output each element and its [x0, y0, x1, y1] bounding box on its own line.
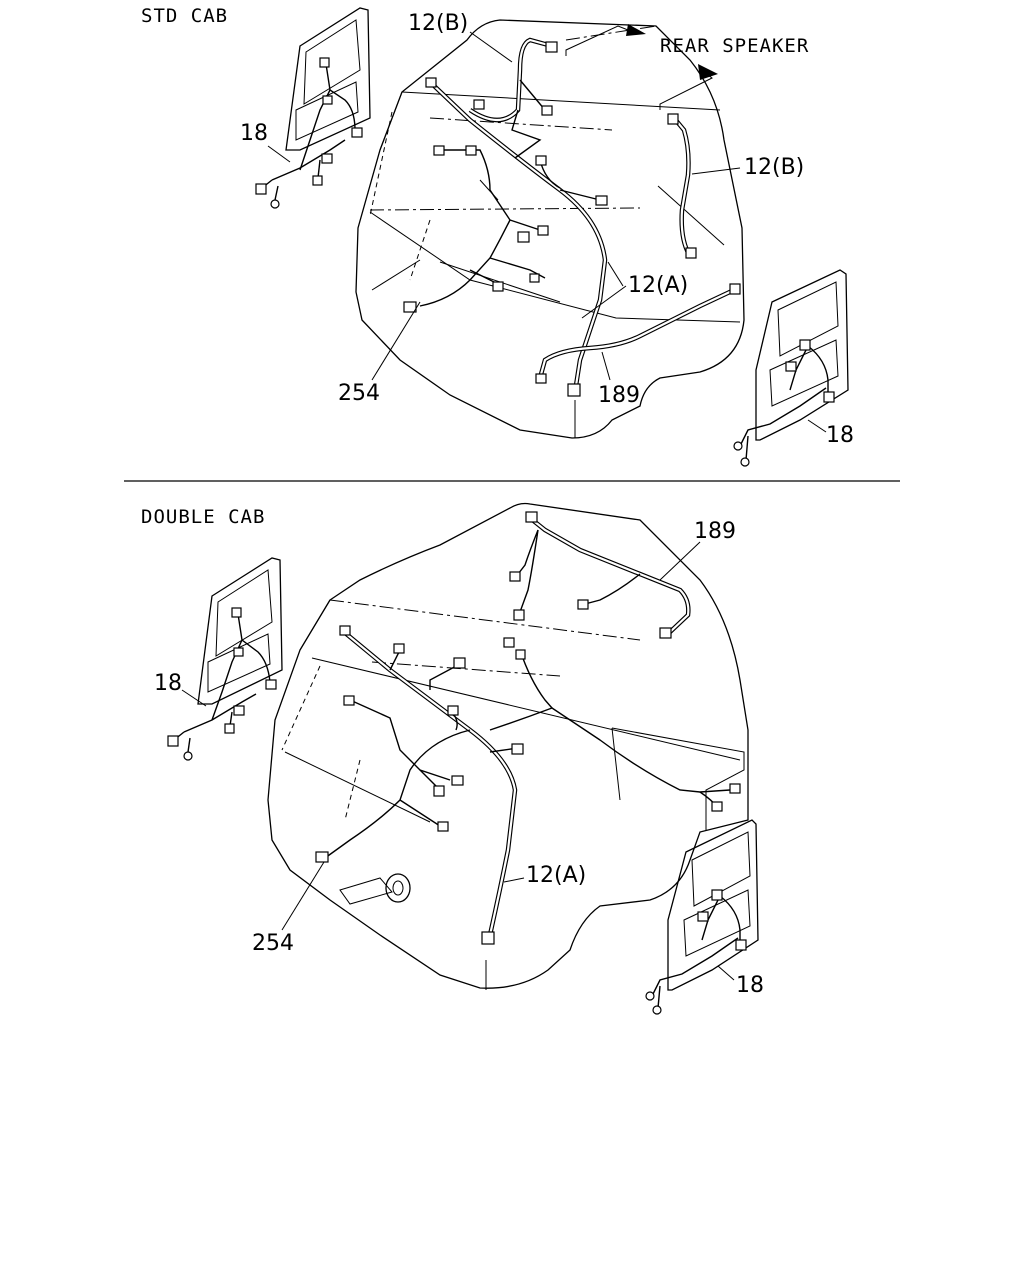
double-connector — [453, 657, 466, 669]
double-label-18-left: 18 — [154, 671, 182, 696]
std-connector — [535, 373, 547, 384]
double-connector — [224, 723, 235, 734]
std-connector — [433, 145, 445, 156]
std-connector — [799, 339, 811, 351]
std-connector — [667, 113, 679, 125]
std-label-189: 189 — [598, 383, 640, 408]
double-label-189: 189 — [694, 519, 736, 544]
double-connector — [525, 511, 538, 523]
std-connector — [545, 41, 558, 53]
std-connector — [322, 95, 333, 105]
std-cab-section: STD CAB — [141, 5, 854, 467]
std-connector — [529, 273, 540, 283]
std-connector — [823, 391, 835, 403]
std-connector — [535, 155, 547, 166]
double-connector — [577, 599, 589, 610]
double-connector — [509, 571, 521, 582]
double-connector — [711, 801, 723, 812]
std-cab-title: STD CAB — [141, 5, 228, 27]
std-connector — [541, 105, 553, 116]
double-connector — [652, 1005, 662, 1015]
double-connector — [433, 785, 445, 797]
double-connector — [339, 625, 351, 636]
std-connector — [319, 57, 330, 68]
std-harness-12b — [468, 37, 697, 259]
std-connector — [733, 441, 743, 451]
double-cab-body — [267, 502, 749, 990]
double-label-254: 254 — [252, 931, 294, 956]
std-label-254: 254 — [338, 381, 380, 406]
std-connector — [740, 457, 750, 467]
std-connector — [492, 281, 504, 292]
double-connector — [265, 679, 277, 690]
std-leader-lines — [267, 31, 827, 433]
double-leader-lines — [181, 541, 735, 981]
double-harness-12a — [315, 625, 741, 945]
double-label-12a: 12(A) — [526, 863, 586, 888]
std-connector — [567, 383, 581, 397]
std-connector — [685, 247, 697, 259]
std-right-door — [733, 269, 849, 467]
std-connector — [785, 361, 797, 372]
double-connector — [659, 627, 672, 639]
double-connector — [735, 939, 747, 951]
double-connector — [697, 911, 709, 922]
std-harness-12a — [403, 77, 608, 397]
std-connector — [312, 175, 323, 186]
double-connector — [503, 637, 515, 648]
double-connector — [729, 783, 741, 794]
std-connector — [255, 183, 267, 195]
double-connector — [167, 735, 179, 747]
std-connector — [595, 195, 608, 206]
double-connector — [183, 751, 193, 761]
double-cab-section: DOUBLE CAB — [141, 502, 764, 1015]
std-connector — [351, 127, 363, 138]
std-connector — [537, 225, 549, 236]
std-connector — [517, 231, 530, 243]
std-connector — [321, 153, 333, 164]
std-connector — [729, 283, 741, 295]
double-connector — [437, 821, 449, 832]
double-connector — [513, 609, 525, 621]
double-right-door — [645, 819, 759, 1015]
double-connector — [393, 643, 405, 654]
double-connector — [481, 931, 495, 945]
std-connector — [465, 145, 477, 156]
std-label-12a: 12(A) — [628, 273, 688, 298]
double-connector — [447, 705, 459, 716]
double-connector — [711, 889, 723, 901]
std-label-12b-top: 12(B) — [408, 11, 468, 36]
std-cab-body — [355, 19, 745, 439]
double-connector — [233, 705, 245, 716]
std-harness-189 — [535, 283, 741, 384]
double-connector — [231, 607, 242, 618]
double-left-door — [167, 557, 283, 761]
double-connector — [511, 743, 524, 755]
double-connector — [343, 695, 355, 706]
double-connector — [451, 775, 464, 786]
std-label-18-left: 18 — [240, 121, 268, 146]
double-connector — [515, 649, 526, 660]
rear-speaker-arrow: REAR SPEAKER — [565, 24, 809, 110]
double-connector — [233, 647, 244, 657]
double-label-18-right: 18 — [736, 973, 764, 998]
std-left-door — [255, 7, 371, 209]
double-connector — [645, 991, 655, 1001]
double-harness-189 — [509, 511, 691, 639]
std-label-18-right: 18 — [826, 423, 854, 448]
std-connector — [473, 99, 485, 110]
std-connector — [403, 301, 417, 313]
std-label-12b-right: 12(B) — [744, 155, 804, 180]
std-connector — [425, 77, 437, 88]
std-connector — [270, 199, 280, 209]
double-connector — [315, 851, 329, 863]
rear-speaker-label: REAR SPEAKER — [660, 35, 809, 57]
double-cab-title: DOUBLE CAB — [141, 506, 265, 528]
